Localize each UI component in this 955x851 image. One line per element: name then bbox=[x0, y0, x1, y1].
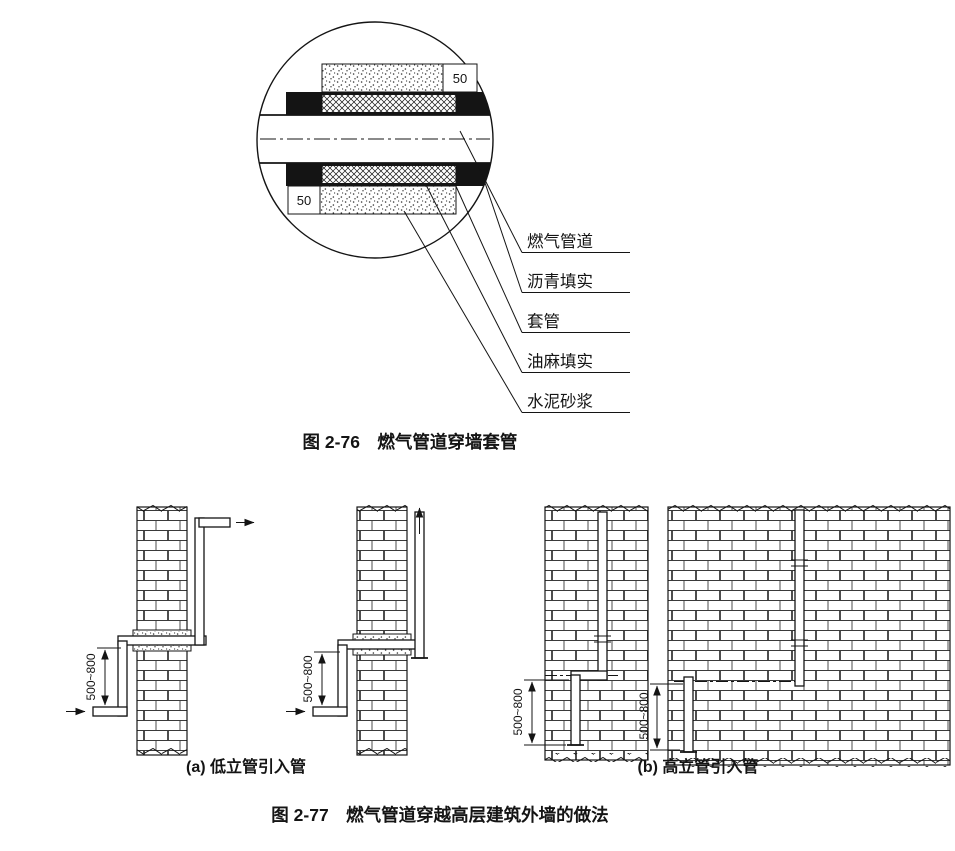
crossing-pipe-a bbox=[117, 635, 207, 646]
callout-oakum-fill: 油麻填实 bbox=[527, 352, 593, 371]
brick-wall-c bbox=[544, 506, 649, 761]
drop-pipe-c bbox=[570, 674, 581, 746]
sub-label-b: (b) 高立管引入管 bbox=[638, 757, 759, 776]
dimension-50-top-value: 50 bbox=[453, 71, 467, 86]
oakum-hatch-bottom bbox=[321, 165, 457, 184]
break-mark-top-a bbox=[137, 503, 187, 512]
dimension-500-800-b: 500~800 bbox=[301, 651, 340, 706]
wall-section-d: 500~800 bbox=[637, 503, 951, 767]
dimension-50-bottom-value: 50 bbox=[297, 193, 311, 208]
brick-wall-d bbox=[667, 506, 951, 766]
dimension-b-value: 500~800 bbox=[301, 655, 315, 702]
dimension-50-top: 50 bbox=[442, 63, 478, 93]
drop-pipe-d bbox=[683, 676, 694, 753]
outdoor-drop-pipe-b bbox=[337, 644, 348, 717]
brick-wall-b bbox=[356, 506, 408, 756]
dimension-50-bottom: 50 bbox=[287, 185, 321, 215]
figure-2-76: 50 50 燃气管道 沥青填实 套管 油麻填实 水泥砂浆 图 2-76 bbox=[256, 21, 630, 452]
dimension-c-value: 500~800 bbox=[511, 688, 525, 735]
high-riser-d bbox=[794, 509, 805, 687]
wall-section-a: 500~800 bbox=[66, 503, 255, 757]
break-mark-top-d bbox=[668, 503, 950, 512]
crossing-pipe-b bbox=[337, 639, 421, 650]
dimension-a-value: 500~800 bbox=[84, 653, 98, 700]
high-riser-c bbox=[597, 511, 608, 681]
callout-labels: 燃气管道 沥青填实 套管 油麻填实 水泥砂浆 bbox=[522, 232, 630, 413]
service-pipe-b bbox=[312, 706, 348, 717]
dimension-d-value: 500~800 bbox=[637, 692, 651, 739]
break-mark-bottom-a bbox=[137, 748, 187, 757]
break-mark-bottom-b bbox=[357, 748, 407, 757]
wall-section-c: 500~800 bbox=[511, 503, 649, 762]
cement-mortar-band-top bbox=[321, 63, 444, 93]
callout-gas-pipeline: 燃气管道 bbox=[527, 232, 593, 251]
figure-2-77-caption: 图 2-77 燃气管道穿越高层建筑外墙的做法 bbox=[271, 805, 608, 825]
oakum-hatch-top bbox=[321, 94, 457, 113]
callout-leader-lines bbox=[403, 130, 523, 413]
detail-circle-outline bbox=[256, 21, 494, 259]
service-pipe-a bbox=[92, 706, 128, 717]
break-mark-bottom-c bbox=[545, 753, 648, 762]
figure-2-77: 500~800 500~800 bbox=[66, 503, 951, 825]
indoor-riser-a bbox=[194, 517, 205, 646]
dimension-500-800-a: 500~800 bbox=[84, 647, 121, 706]
wall-penetration-section bbox=[257, 63, 493, 215]
dimension-500-800-c: 500~800 bbox=[511, 679, 569, 746]
outdoor-drop-pipe-a bbox=[117, 640, 128, 717]
break-mark-top-b bbox=[357, 503, 407, 512]
callout-sleeve: 套管 bbox=[527, 312, 560, 331]
break-mark-top-c bbox=[545, 503, 648, 512]
callout-cement-mortar: 水泥砂浆 bbox=[527, 392, 593, 411]
figure-2-76-caption: 图 2-76 燃气管道穿墙套管 bbox=[303, 432, 518, 452]
dimension-500-800-d: 500~800 bbox=[637, 683, 683, 751]
cement-mortar-band-bottom bbox=[319, 185, 457, 215]
indoor-outlet-a bbox=[198, 517, 231, 528]
sub-label-a: (a) 低立管引入管 bbox=[186, 757, 306, 776]
callout-asphalt-fill: 沥青填实 bbox=[527, 272, 593, 291]
break-mark-bottom-d bbox=[668, 758, 950, 767]
wall-section-b: 500~800 bbox=[286, 503, 428, 757]
